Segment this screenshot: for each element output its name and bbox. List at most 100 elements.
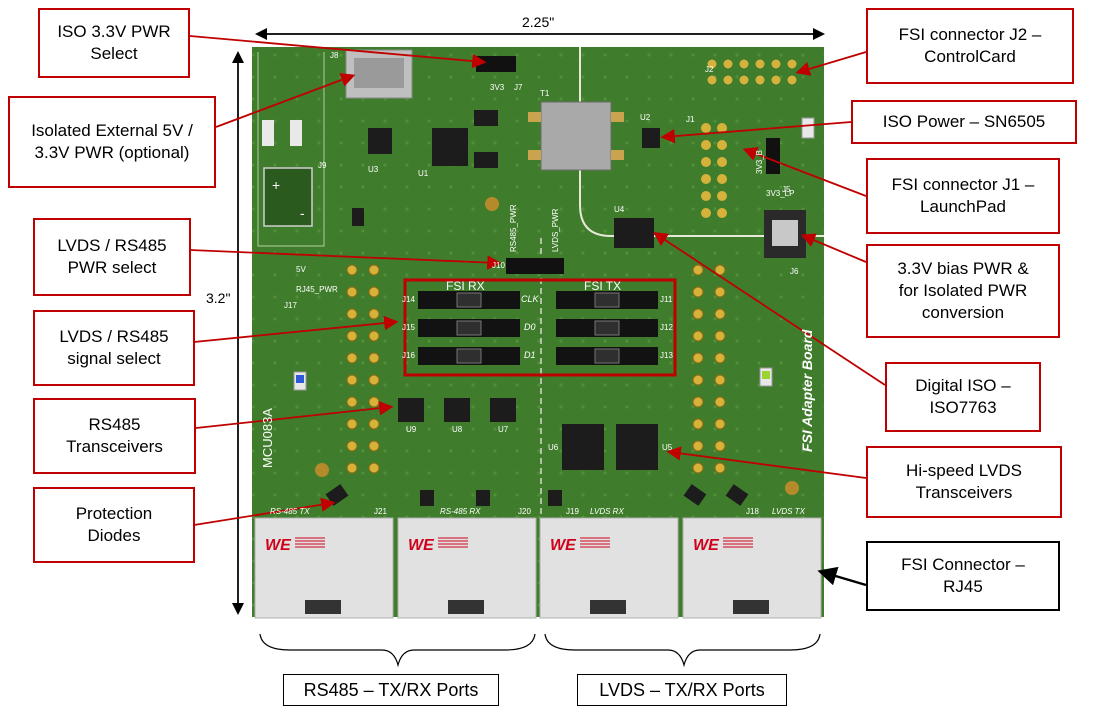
header-pin bbox=[692, 352, 704, 364]
header-pin bbox=[755, 59, 765, 69]
header-pin bbox=[723, 75, 733, 85]
header-pin bbox=[739, 75, 749, 85]
callout-text: Isolated External 5V / 3.3V PWR (optiona… bbox=[31, 121, 193, 162]
callout-iso-pwr-select: ISO 3.3V PWR Select bbox=[38, 8, 190, 78]
header-pin bbox=[368, 462, 380, 474]
header-pin bbox=[707, 75, 717, 85]
header-pin bbox=[707, 59, 717, 69]
header-pin bbox=[717, 208, 727, 218]
header-pin bbox=[346, 330, 358, 342]
callout-text: FSI Connector – RJ45 bbox=[901, 555, 1025, 596]
callout-text: Hi-speed LVDS Transceivers bbox=[906, 461, 1022, 502]
header-pin bbox=[701, 157, 711, 167]
header-pin bbox=[717, 123, 727, 133]
header-pin bbox=[368, 440, 380, 452]
rj45-contacts bbox=[590, 600, 626, 614]
header-pin bbox=[717, 191, 727, 201]
callout-rs485-transceivers: RS485 Transceivers bbox=[33, 398, 196, 474]
callout-fsi-j1: FSI connector J1 – LaunchPad bbox=[866, 158, 1060, 234]
callout-text: LVDS / RS485 PWR select bbox=[57, 236, 167, 277]
header-pin bbox=[346, 352, 358, 364]
jumper-shunt bbox=[456, 320, 482, 336]
callout-text: Protection Diodes bbox=[75, 504, 153, 545]
header-pin bbox=[368, 308, 380, 320]
header-pin bbox=[368, 396, 380, 408]
header-pin bbox=[714, 418, 726, 430]
header-pin bbox=[714, 352, 726, 364]
header-pin bbox=[701, 208, 711, 218]
header-pin bbox=[714, 286, 726, 298]
header-pin bbox=[771, 59, 781, 69]
rj45-contacts bbox=[305, 600, 341, 614]
callout-lvds-rs485-signal-select: LVDS / RS485 signal select bbox=[33, 310, 195, 386]
callout-text: ISO Power – SN6505 bbox=[882, 112, 1046, 131]
we-logo: WE bbox=[265, 537, 292, 554]
header-pin bbox=[692, 264, 704, 276]
header-pin bbox=[368, 352, 380, 364]
callout-text: Digital ISO – ISO7763 bbox=[915, 376, 1011, 417]
rj45-contacts bbox=[448, 600, 484, 614]
callout-digital-iso: Digital ISO – ISO7763 bbox=[885, 362, 1041, 432]
jumper-shunt bbox=[594, 348, 620, 364]
header-pin bbox=[701, 174, 711, 184]
header-pin bbox=[714, 440, 726, 452]
header-pin bbox=[368, 286, 380, 298]
jumper-shunt bbox=[594, 292, 620, 308]
we-logo: WE bbox=[408, 537, 435, 554]
header-pin bbox=[346, 374, 358, 386]
header-pin bbox=[692, 374, 704, 386]
header-pin bbox=[692, 418, 704, 430]
callout-text: FSI connector J2 – ControlCard bbox=[898, 25, 1042, 66]
header-pin bbox=[692, 440, 704, 452]
header-pin bbox=[346, 396, 358, 408]
callout-text: ISO 3.3V PWR Select bbox=[57, 22, 171, 63]
header-pin bbox=[717, 140, 727, 150]
callout-lvds-rs485-pwr-select: LVDS / RS485 PWR select bbox=[33, 218, 191, 296]
header-pin bbox=[739, 59, 749, 69]
header-pin bbox=[714, 396, 726, 408]
header-pin bbox=[346, 308, 358, 320]
lvds-ports-label: LVDS – TX/RX Ports bbox=[577, 674, 787, 706]
header-pin bbox=[346, 286, 358, 298]
header-pin bbox=[692, 286, 704, 298]
height-dimension: 3.2" bbox=[206, 290, 231, 306]
header-pin bbox=[755, 75, 765, 85]
rj45-jack bbox=[539, 517, 679, 619]
svg-text:-: - bbox=[300, 205, 305, 221]
callout-hs-lvds: Hi-speed LVDS Transceivers bbox=[866, 446, 1062, 518]
header-pin bbox=[717, 174, 727, 184]
header-pin bbox=[692, 462, 704, 474]
header-pin bbox=[714, 308, 726, 320]
header-pin bbox=[368, 418, 380, 430]
header-pin bbox=[368, 374, 380, 386]
header-pin bbox=[714, 374, 726, 386]
callout-protection-diodes: Protection Diodes bbox=[33, 487, 195, 563]
header-pin bbox=[787, 59, 797, 69]
callout-isolated-external-pwr: Isolated External 5V / 3.3V PWR (optiona… bbox=[8, 96, 216, 188]
header-pin bbox=[368, 330, 380, 342]
header-pin bbox=[692, 308, 704, 320]
header-pin bbox=[346, 462, 358, 474]
header-pin bbox=[346, 440, 358, 452]
header-pin bbox=[714, 264, 726, 276]
header-pin bbox=[346, 264, 358, 276]
header-pin bbox=[701, 191, 711, 201]
header-pin bbox=[368, 264, 380, 276]
header-pin bbox=[717, 157, 727, 167]
jumper-shunt bbox=[594, 320, 620, 336]
rs485-ports-label: RS485 – TX/RX Ports bbox=[283, 674, 499, 706]
header-pin bbox=[723, 59, 733, 69]
rj45-contacts bbox=[733, 600, 769, 614]
header-pin bbox=[714, 462, 726, 474]
width-dimension: 2.25" bbox=[522, 14, 555, 30]
callout-text: 3.3V bias PWR & for Isolated PWR convers… bbox=[897, 259, 1029, 322]
header-pin bbox=[701, 123, 711, 133]
header-pin bbox=[346, 418, 358, 430]
header-pin bbox=[787, 75, 797, 85]
callout-fsi-rj45: FSI Connector – RJ45 bbox=[866, 541, 1060, 611]
callout-bias-pwr: 3.3V bias PWR & for Isolated PWR convers… bbox=[866, 244, 1060, 338]
we-logo: WE bbox=[550, 537, 577, 554]
jumper-shunt bbox=[456, 348, 482, 364]
